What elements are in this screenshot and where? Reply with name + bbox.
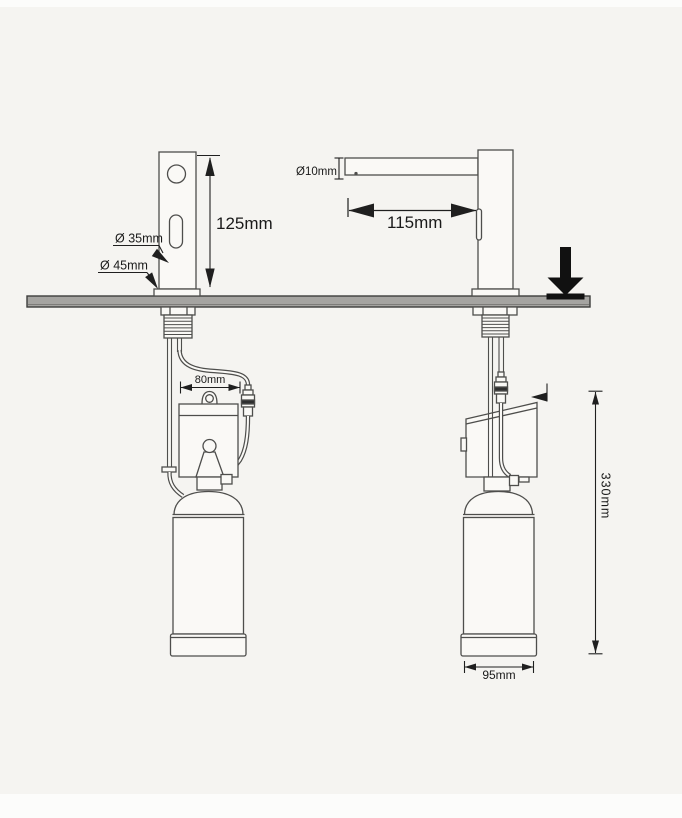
mounting-bracket bbox=[158, 151, 197, 290]
faucet-body bbox=[477, 149, 514, 290]
thread-hatching bbox=[482, 317, 509, 335]
arrow-down-icon bbox=[205, 268, 215, 288]
hole-35-label: Ø 35mm bbox=[115, 232, 163, 246]
bottle-base bbox=[460, 633, 538, 657]
bracket-top-hole bbox=[166, 164, 187, 184]
page-top-margin bbox=[0, 0, 682, 7]
spout-diameter-label: Ø10mm bbox=[296, 166, 337, 178]
spout-outlet-dot bbox=[354, 171, 358, 176]
leader-arrow-icon bbox=[145, 272, 158, 289]
dim-flange-45: Ø 45mm bbox=[98, 259, 158, 289]
power-connector bbox=[240, 384, 256, 417]
suction-tube-core bbox=[168, 471, 184, 497]
cap-elbow-fitting bbox=[220, 473, 233, 485]
bottle-shoulder bbox=[173, 490, 244, 516]
flange-45-label: Ø 45mm bbox=[100, 259, 148, 273]
sensor-cable-core bbox=[178, 349, 249, 386]
supply-tube-right bbox=[487, 337, 505, 477]
right-view-side bbox=[344, 149, 538, 657]
lock-nut bbox=[160, 306, 196, 316]
spout-reach-label: 115mm bbox=[387, 213, 442, 232]
leader-line bbox=[158, 245, 164, 254]
cap-elbow-fitting bbox=[508, 474, 520, 487]
left-view-front bbox=[153, 151, 256, 657]
connector-cable-core bbox=[500, 403, 511, 477]
faucet-base-plate bbox=[471, 288, 520, 297]
arrow-right-icon bbox=[228, 384, 240, 391]
supply-tube-left bbox=[166, 338, 183, 468]
arrow-right-icon bbox=[451, 203, 477, 218]
bottle-cap bbox=[196, 476, 223, 491]
bottle-diameter-label: 95mm bbox=[482, 668, 515, 682]
box-width-label: 80mm bbox=[195, 374, 226, 386]
page-bottom-margin bbox=[0, 794, 682, 818]
tube-fitting bbox=[161, 466, 177, 473]
arrow-left-icon bbox=[180, 384, 192, 391]
lid-pointer-arrow-icon bbox=[531, 383, 548, 402]
dim-spout-diameter: Ø10mm bbox=[296, 157, 344, 180]
box-foot bbox=[518, 476, 530, 483]
soap-bottle-body bbox=[462, 516, 535, 635]
dim-box-width: 80mm bbox=[179, 374, 241, 394]
pump-inlet bbox=[202, 438, 217, 454]
arrow-up-icon bbox=[592, 392, 599, 405]
hanger-hole bbox=[205, 394, 214, 403]
arrow-left-icon bbox=[348, 203, 374, 218]
bracket-height-label: 125mm bbox=[216, 214, 273, 233]
dim-under-counter-height: 330mm bbox=[588, 390, 613, 655]
arrow-up-icon bbox=[205, 157, 215, 176]
leader-arrow-icon bbox=[151, 248, 169, 263]
counter-slab bbox=[26, 295, 591, 308]
power-connector bbox=[493, 371, 509, 404]
mounting-flange bbox=[153, 288, 201, 297]
dim-bottle-diameter: 95mm bbox=[463, 661, 535, 682]
threaded-shank bbox=[481, 314, 510, 338]
arrow-down-icon bbox=[592, 640, 599, 653]
counter-top bbox=[26, 295, 591, 308]
thread-hatching bbox=[164, 317, 192, 335]
press-down-arrow-icon bbox=[546, 247, 585, 300]
bottle-shoulder bbox=[463, 490, 534, 516]
arrow-right-icon bbox=[522, 663, 534, 671]
bottle-cap bbox=[483, 476, 511, 492]
under-counter-height-label: 330mm bbox=[599, 473, 613, 520]
dim-bracket-height: 125mm bbox=[197, 154, 273, 288]
spout-tube bbox=[344, 157, 479, 176]
dim-spout-reach: 115mm bbox=[347, 198, 477, 232]
sensor-window bbox=[475, 208, 483, 241]
soap-bottle-body bbox=[172, 516, 245, 635]
lock-nut bbox=[472, 306, 518, 316]
bracket-slot-hole bbox=[168, 214, 184, 249]
dim-hole-35: Ø 35mm bbox=[113, 232, 169, 263]
arrow-left-icon bbox=[464, 663, 476, 671]
bottle-base bbox=[169, 633, 247, 657]
box-switch bbox=[460, 437, 468, 452]
